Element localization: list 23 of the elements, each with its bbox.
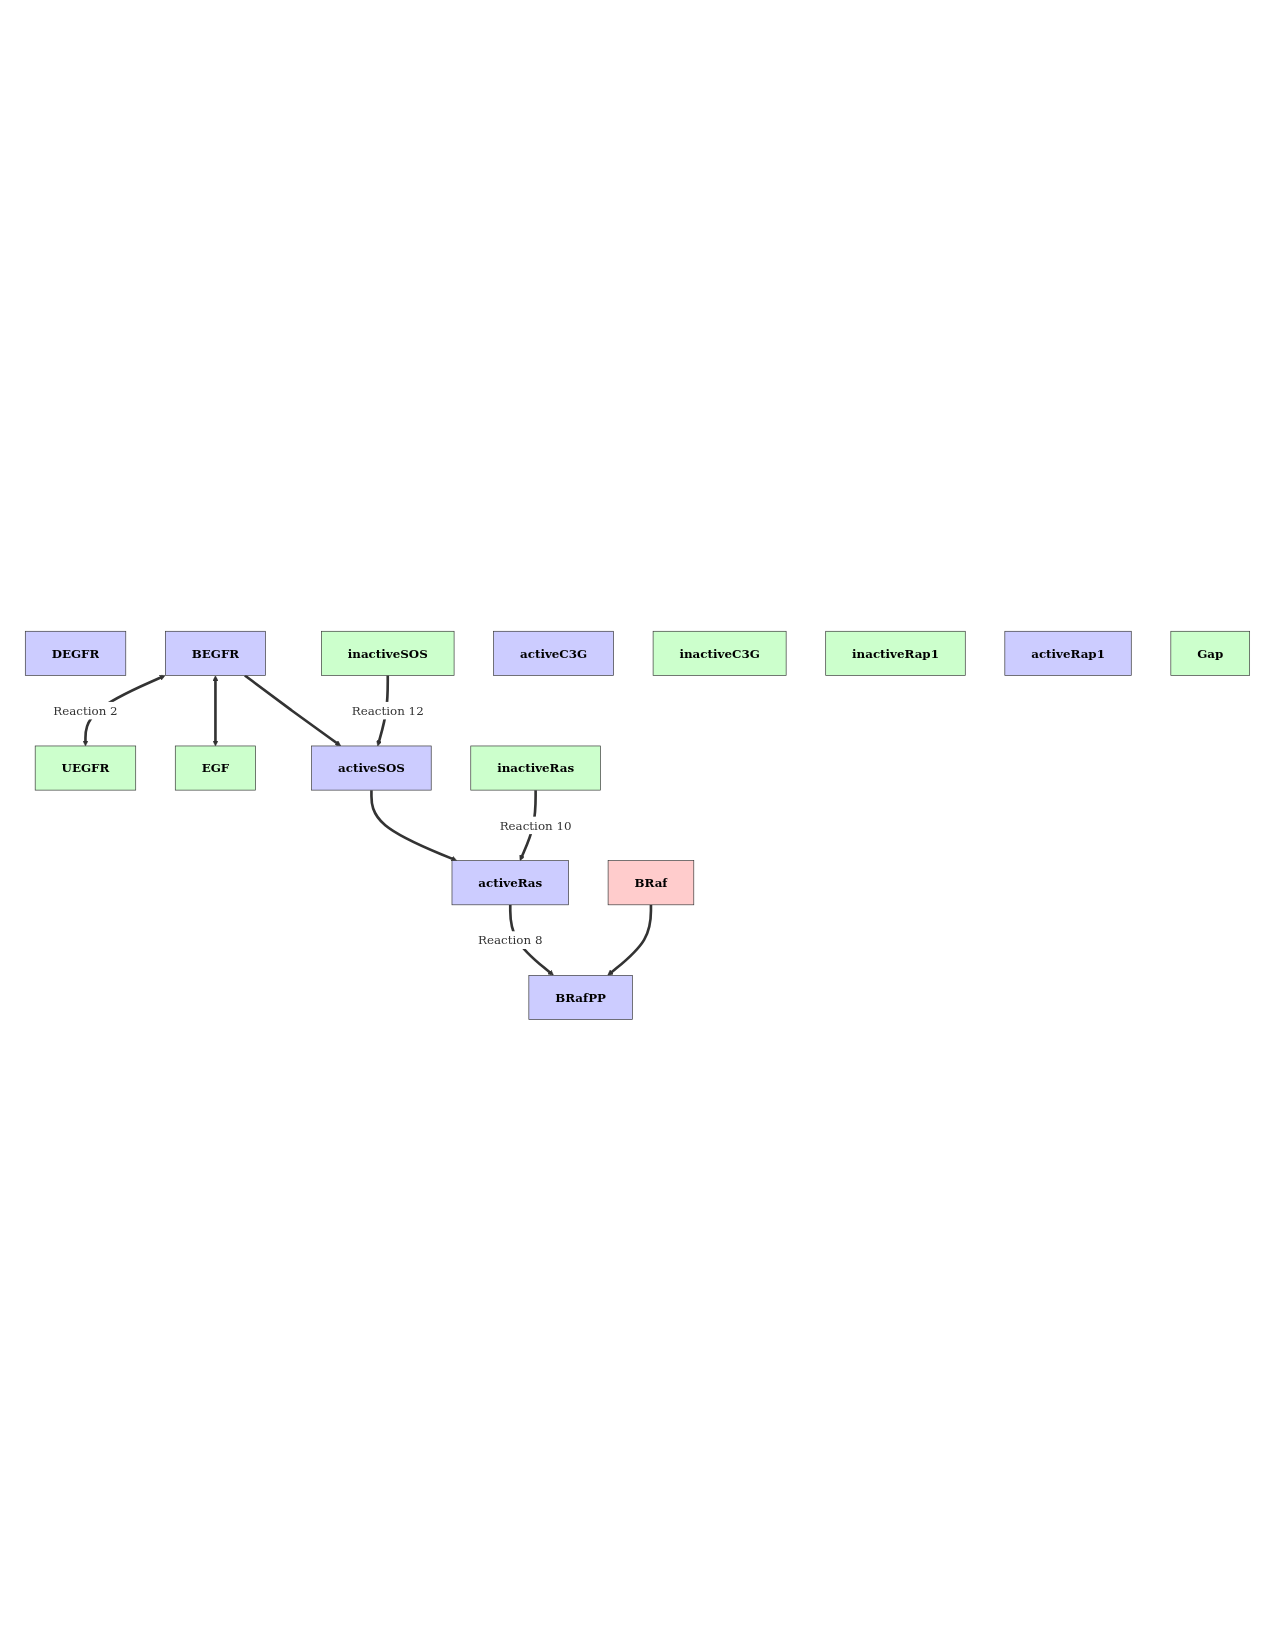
node-box: activeRap1 (1004, 630, 1132, 676)
node-box: activeC3G (493, 630, 614, 676)
edge-label: Reaction 8 (478, 932, 543, 947)
node-box: activeRas (451, 859, 569, 905)
arrow (212, 675, 219, 746)
edge-label: Reaction 10 (499, 818, 572, 832)
node-box: activeSOS (311, 745, 432, 791)
node-box: EGF (174, 745, 256, 791)
node-box: inactiveC3G (652, 630, 787, 676)
node-box: BRafPP (528, 974, 633, 1020)
node-box: Gap (1170, 630, 1250, 676)
node-box: inactiveRap1 (825, 630, 966, 676)
node-box: DEGFR (25, 630, 127, 676)
node-box: UEGFR (34, 745, 137, 791)
arrow (244, 674, 342, 746)
arrow (370, 789, 458, 861)
node-box: inactiveSOS (321, 630, 455, 676)
edge-label: Reaction 12 (351, 703, 424, 718)
node-box: BRaf (607, 859, 695, 905)
edge-label: Reaction 2 (53, 703, 118, 718)
arrow (607, 904, 653, 976)
node-box: inactiveRas (470, 745, 601, 791)
node-box: BEGFR (165, 630, 266, 676)
